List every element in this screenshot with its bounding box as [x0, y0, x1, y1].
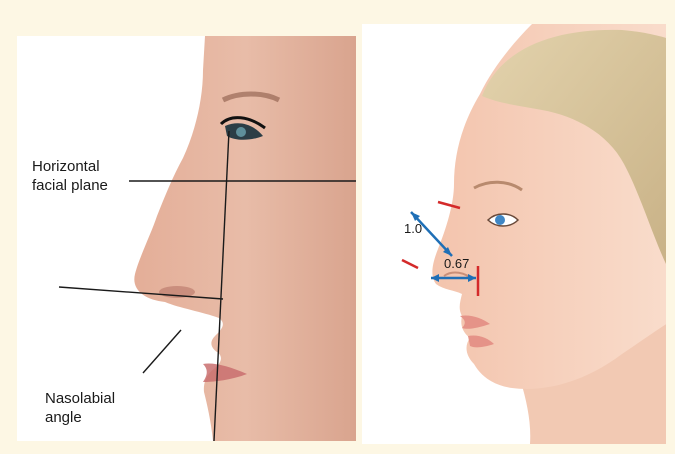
- nasolabial-angle-label-line2: angle: [45, 408, 82, 428]
- nasal-length-tick-bottom: [402, 260, 418, 268]
- nasolabial-pointer-line: [143, 330, 181, 373]
- horizontal-facial-plane-label-line2: facial plane: [32, 176, 108, 196]
- horizontal-facial-plane-label-line1: Horizontal: [32, 157, 100, 177]
- face-silhouette: [134, 36, 356, 441]
- iris: [236, 127, 246, 137]
- nasal-projection-ratio-label: 0.67: [444, 256, 469, 272]
- nasal-length-ratio-label: 1.0: [404, 221, 422, 237]
- iris: [495, 215, 505, 225]
- nasolabial-angle-label-line1: Nasolabial: [45, 389, 115, 409]
- profile-photo-panel: Horizontal facial plane Nasolabial angle: [17, 36, 356, 441]
- profile-photo: [17, 36, 356, 441]
- profile-illustration-panel: 1.0 0.67: [362, 24, 666, 444]
